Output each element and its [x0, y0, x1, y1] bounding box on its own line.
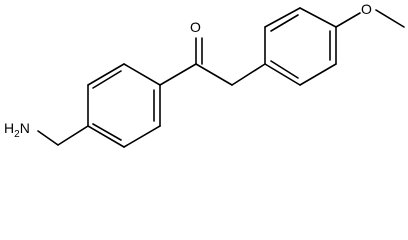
bond — [159, 63, 197, 86]
benzene-ring-left — [87, 63, 161, 148]
bond — [37, 130, 59, 146]
bond — [264, 7, 301, 28]
bond — [87, 63, 125, 86]
benzene-ring-right — [264, 7, 337, 86]
bond — [231, 63, 266, 86]
structure-diagram: H2N O O — [4, 1, 405, 148]
bond — [87, 125, 125, 148]
double-bond-inner — [270, 14, 299, 32]
double-bond-inner — [92, 123, 122, 141]
methoxy-oxygen-label: O — [361, 1, 372, 17]
aminomethyl-group: H2N — [4, 120, 89, 146]
bond — [335, 12, 361, 28]
bond — [123, 63, 161, 86]
bond — [299, 63, 337, 86]
bond — [123, 125, 161, 148]
bond — [195, 63, 233, 86]
bond — [57, 125, 89, 146]
bond — [299, 7, 337, 28]
double-bond-inner — [270, 60, 299, 79]
bond — [264, 63, 301, 86]
bond — [375, 9, 405, 28]
carbonyl-oxygen-label: O — [190, 19, 201, 35]
double-bond-inner — [92, 70, 122, 89]
ketone-linker: O — [159, 19, 266, 86]
methoxy-group: O — [335, 1, 405, 28]
amine-label: H2N — [4, 120, 30, 140]
